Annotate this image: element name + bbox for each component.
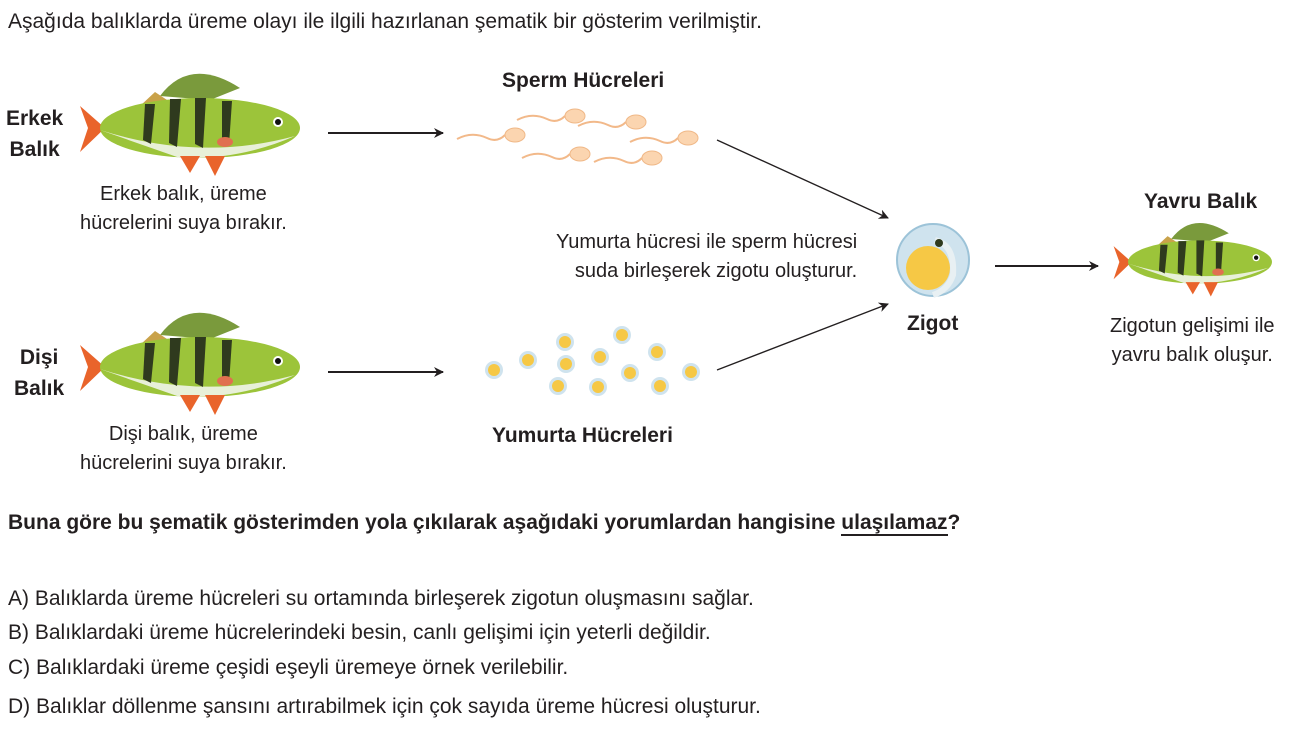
option-a[interactable]: A) Balıklarda üreme hücreleri su ortamın… (8, 587, 754, 610)
sperm-cells-image (456, 108, 699, 166)
arrows (328, 128, 1099, 377)
question-emphasis: ulaşılamaz (841, 511, 948, 536)
intro-text: Aşağıda balıklarda üreme olayı ile ilgil… (8, 10, 762, 33)
option-c[interactable]: C) Balıklardaki üreme çeşidi eşeyli ürem… (8, 656, 569, 679)
option-b[interactable]: B) Balıklardaki üreme hücrelerindeki bes… (8, 621, 711, 644)
egg-cells-label: Yumurta Hücreleri (492, 424, 673, 447)
sperm-cells-label: Sperm Hücreleri (502, 69, 665, 92)
female-fish-image (80, 312, 300, 415)
zygote-image (896, 223, 970, 298)
offspring-fish-image (1113, 222, 1272, 297)
offspring-label: Yavru Balık (1144, 190, 1258, 213)
male-fish-image (80, 73, 300, 176)
reproduction-diagram (80, 73, 1272, 415)
option-d[interactable]: D) Balıklar döllenme şansını artırabilme… (8, 695, 761, 718)
egg-cells-image (485, 326, 700, 396)
question-stem: Buna göre bu şematik gösterimden yola çı… (8, 511, 961, 536)
zygote-label: Zigot (907, 312, 959, 335)
